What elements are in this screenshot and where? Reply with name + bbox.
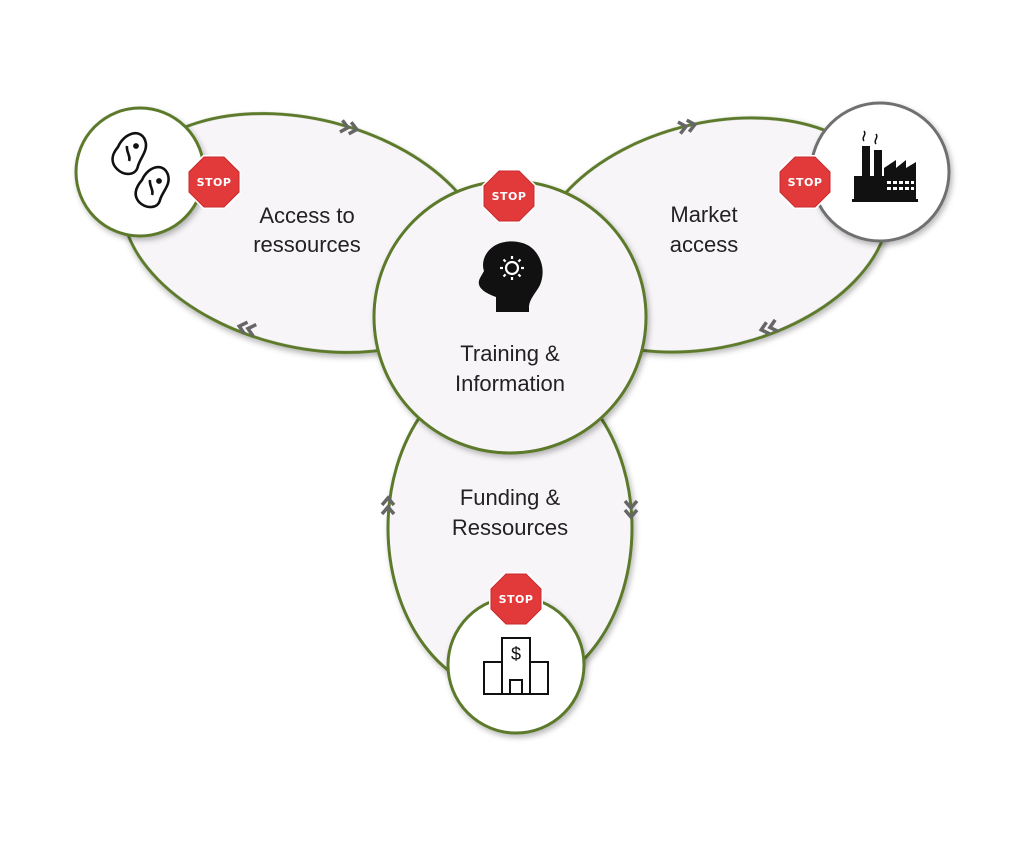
stop-sign-text: STOP <box>499 593 534 606</box>
left-loop-label-line1: Access to <box>259 203 354 228</box>
stop-sign-text: STOP <box>197 176 232 189</box>
right-loop-label-line2: access <box>670 232 738 257</box>
left-loop-label-line2: ressources <box>253 232 361 257</box>
center-label-line2: Information <box>455 371 565 396</box>
svg-text:$: $ <box>511 644 521 664</box>
stop-sign-left: STOP <box>186 154 242 210</box>
right-loop-label-line1: Market <box>670 202 737 227</box>
bottom-loop-label-line1: Funding & <box>460 485 561 510</box>
stop-sign-bottom: STOP <box>488 571 544 627</box>
stop-sign-right: STOP <box>777 154 833 210</box>
beans-circle <box>74 106 206 238</box>
stop-sign-text: STOP <box>788 176 823 189</box>
stop-sign-text: STOP <box>492 190 527 203</box>
beans-icon <box>111 131 170 209</box>
factory-icon <box>852 130 918 202</box>
stop-sign-center: STOP <box>481 168 537 224</box>
center-label-line1: Training & <box>460 341 560 366</box>
head-gear-icon <box>478 241 543 312</box>
bottom-loop-label-line2: Ressources <box>452 515 568 540</box>
bank-icon: $ <box>483 637 549 695</box>
